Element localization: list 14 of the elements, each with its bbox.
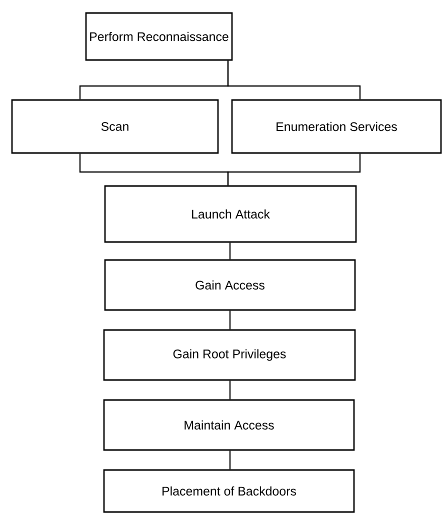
connector-line (227, 154, 361, 186)
connector-line (229, 310, 231, 330)
step-box: Enumeration Services (231, 99, 442, 154)
step-box: Gain Root Privileges (103, 329, 356, 381)
connector-line (229, 450, 231, 470)
step-box: Placement of Backdoors (103, 469, 355, 513)
step-box: Perform Reconnaissance (85, 12, 233, 61)
step-box: Scan (11, 99, 219, 154)
connector-line (229, 242, 231, 260)
connector-line (227, 60, 361, 100)
step-box: Gain Access (104, 259, 356, 311)
connector-line (229, 380, 231, 400)
step-box: Launch Attack (104, 185, 357, 243)
step-box: Maintain Access (103, 399, 355, 451)
